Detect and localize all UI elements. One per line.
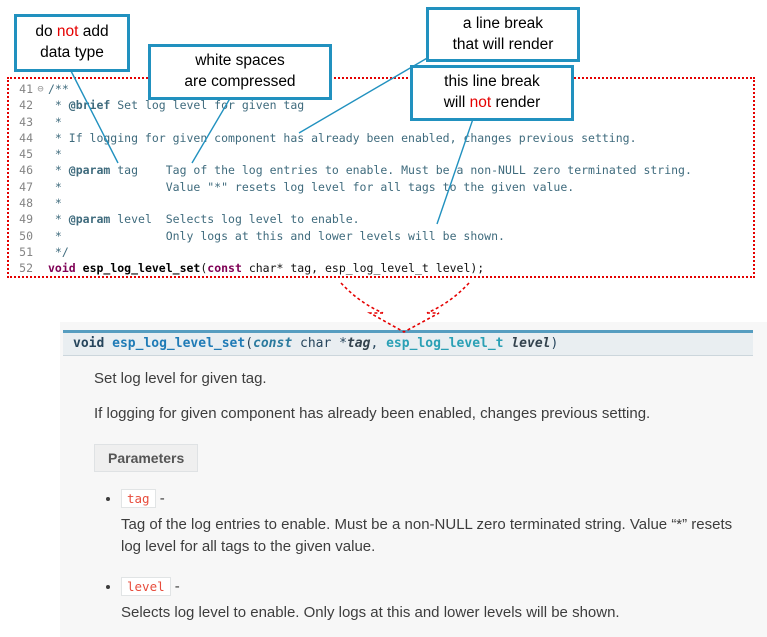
- line-number: 45: [19, 147, 33, 162]
- line-number: 43: [19, 114, 33, 129]
- fold-spacer: [33, 130, 48, 146]
- code-line: 46 * @param tag Tag of the log entries t…: [9, 162, 753, 178]
- code-line: 51 */: [9, 244, 753, 260]
- detail-paragraph: If logging for given component has alrea…: [94, 405, 651, 422]
- line-number: 50: [19, 228, 33, 243]
- code-line: 47 * Value "*" resets log level for all …: [9, 179, 753, 195]
- code-line: 42 * @brief Set log level for given tag: [9, 97, 753, 113]
- docs-body: Set log level for given tag. If logging …: [60, 356, 767, 623]
- param-separator: -: [170, 577, 180, 595]
- code-lines: 41 ⊖ /**42 * @brief Set log level for give…: [9, 81, 753, 277]
- param-item: tag - Tag of the log entries to enable. M…: [121, 489, 741, 558]
- code-line: 45 *: [9, 146, 753, 162]
- line-number: 44: [19, 130, 33, 145]
- fold-spacer: [33, 260, 48, 276]
- code-line: 48 *: [9, 195, 753, 211]
- code-text: */: [48, 244, 69, 259]
- line-number: 51: [19, 244, 33, 259]
- code-line: 44 * If logging for given component has …: [9, 130, 753, 146]
- fold-spacer: [33, 146, 48, 162]
- brief-paragraph: Set log level for given tag.: [94, 370, 267, 387]
- code-text: void esp_log_level_set(const char* tag, …: [48, 261, 485, 276]
- code-text: *: [48, 196, 62, 211]
- param-name-chip: tag: [121, 489, 156, 508]
- code-line: 43 *: [9, 114, 753, 130]
- code-line: 41 ⊖ /**: [9, 81, 753, 97]
- fold-spacer: [33, 162, 48, 178]
- code-text: * Value "*" resets log level for all tag…: [48, 179, 575, 194]
- line-number: 52: [19, 261, 33, 276]
- rendered-docs-panel: void esp_log_level_set(const char *tag, …: [60, 322, 767, 637]
- param-desc: Selects log level to enable. Only logs a…: [121, 603, 620, 621]
- code-text: * @param level Selects log level to enab…: [48, 212, 360, 227]
- red-dotted-arrow-right-edge: [426, 282, 470, 314]
- code-editor-snippet: 41 ⊖ /**42 * @brief Set log level for give…: [7, 77, 755, 278]
- parameters-heading: Parameters: [94, 444, 199, 472]
- line-number: 41: [19, 82, 33, 96]
- line-number: 47: [19, 179, 33, 194]
- fold-spacer: [33, 114, 48, 130]
- code-text: *: [48, 147, 62, 162]
- fold-spacer: [33, 195, 48, 211]
- param-list: tag - Tag of the log entries to enable. M…: [94, 489, 741, 624]
- param-separator: -: [155, 490, 165, 507]
- code-line: 50 * Only logs at this and lower levels …: [9, 228, 753, 244]
- code-text: * Only logs at this and lower levels wil…: [48, 228, 505, 243]
- line-number: 42: [19, 98, 33, 113]
- code-text: *: [48, 114, 62, 129]
- function-signature: void esp_log_level_set(const char *tag, …: [63, 330, 753, 356]
- code-text: /**: [48, 82, 69, 96]
- fold-spacer: [33, 211, 48, 227]
- code-line: 52 void esp_log_level_set(const char* tag…: [9, 260, 753, 276]
- line-number: 49: [19, 212, 33, 227]
- param-item: level - Selects log level to enable. Only…: [121, 576, 741, 624]
- param-name-chip: level: [121, 576, 171, 596]
- line-number: 48: [19, 196, 33, 211]
- code-line: 49 * @param level Selects log level to e…: [9, 211, 753, 227]
- code-text: * @param tag Tag of the log entries to e…: [48, 163, 692, 178]
- fold-spacer: [33, 179, 48, 195]
- line-number: 46: [19, 163, 33, 178]
- fold-toggle-icon[interactable]: ⊖: [37, 83, 44, 95]
- red-dotted-arrow-left-edge: [340, 282, 384, 314]
- fold-spacer: [33, 244, 48, 260]
- param-desc: Tag of the log entries to enable. Must b…: [121, 516, 733, 555]
- code-text: * If logging for given component has alr…: [48, 130, 637, 145]
- fold-spacer: [33, 228, 48, 244]
- fold-spacer: [33, 97, 48, 113]
